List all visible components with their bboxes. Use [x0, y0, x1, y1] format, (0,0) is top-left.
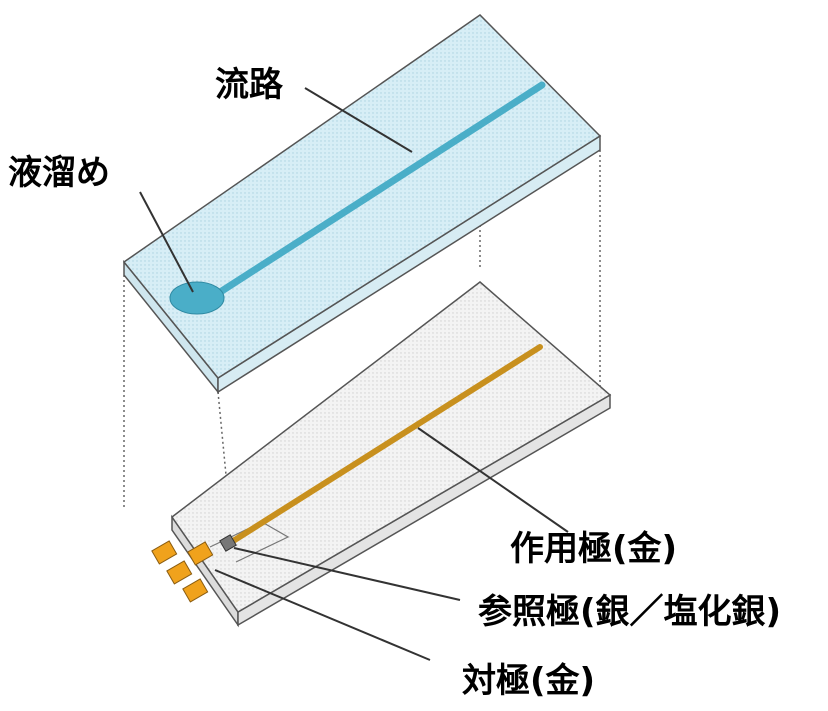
top-plate — [122, 14, 602, 395]
leader-working-electrode — [417, 427, 569, 533]
contact-pad-1 — [151, 540, 178, 565]
label-reference-electrode: 参照極(銀／塩化銀) — [478, 592, 781, 632]
sensor-square — [219, 534, 237, 552]
leader-lines — [139, 87, 569, 661]
working-electrode-trace — [227, 344, 543, 546]
leader-reference-electrode — [233, 547, 461, 601]
top-plate-top — [122, 14, 602, 379]
contact-pads — [151, 540, 214, 603]
contact-pad-4 — [182, 578, 209, 603]
leader-channel — [304, 87, 413, 153]
bottom-plate-top — [170, 281, 612, 613]
bottom-plate — [151, 281, 612, 628]
leader-counter-electrode — [214, 569, 431, 661]
contact-pad-2 — [187, 541, 214, 566]
label-counter-electrode: 対極(金) — [462, 661, 595, 701]
contact-pad-3 — [166, 560, 193, 585]
flow-channel — [210, 81, 546, 300]
leader-reservoir — [139, 191, 194, 293]
label-working-electrode: 作用極(金) — [510, 529, 677, 569]
label-channel: 流路 — [215, 65, 284, 105]
electrode-wiring-outline — [209, 521, 290, 563]
reservoir — [169, 281, 225, 315]
label-reservoir: 液溜め — [8, 153, 110, 193]
